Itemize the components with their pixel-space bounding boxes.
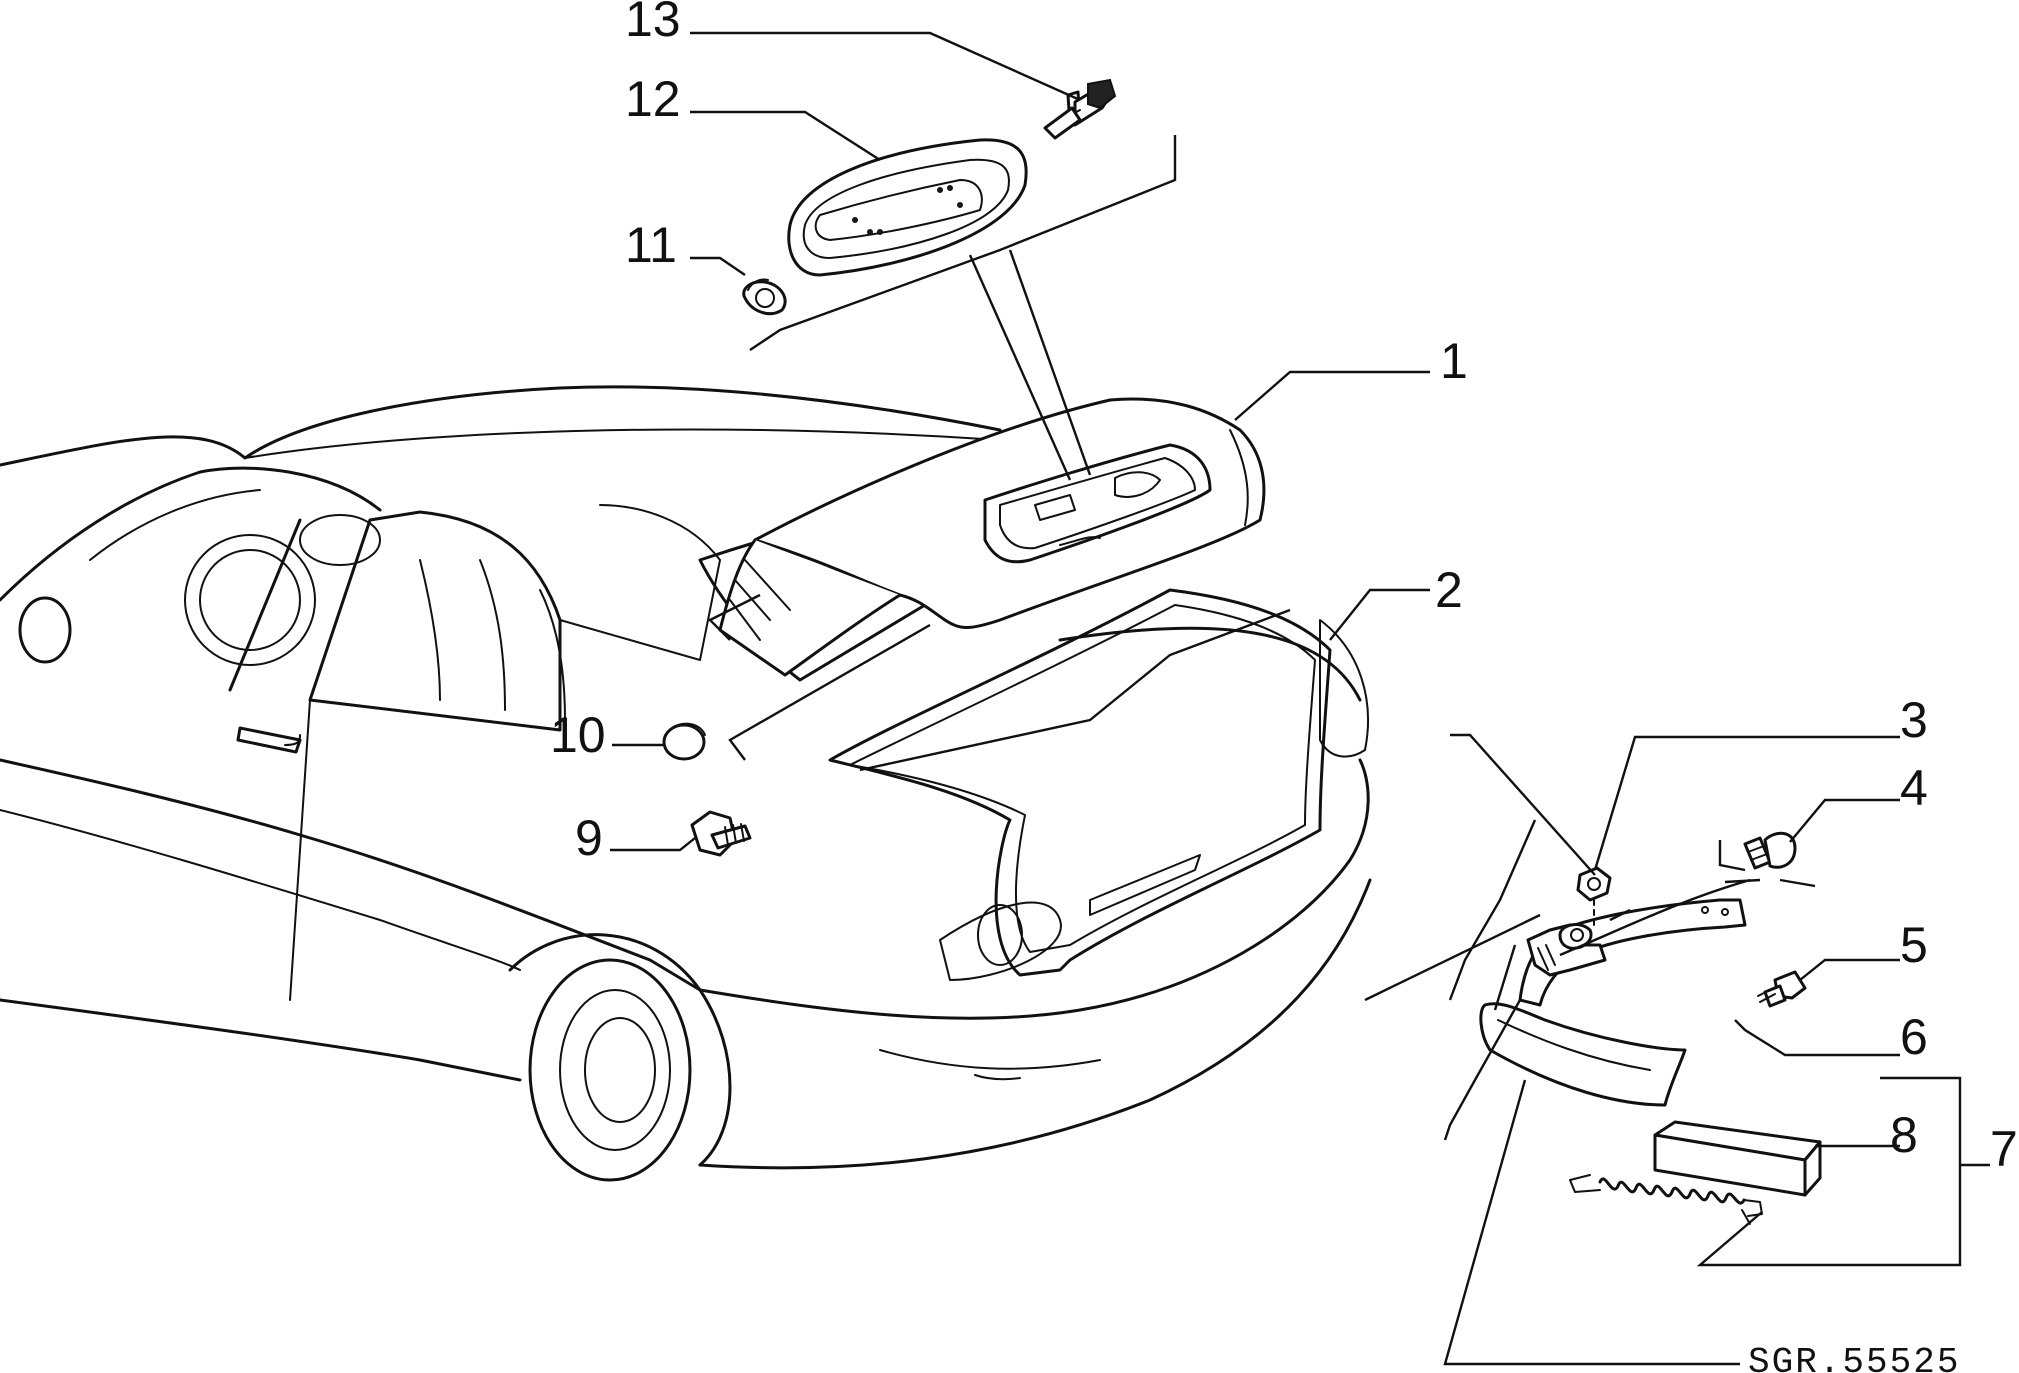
trunk-lid [718, 397, 1266, 677]
grommet-11 [742, 278, 787, 315]
plug-10 [662, 722, 706, 761]
callout-11: 11 [625, 217, 677, 273]
plate-light-housing [787, 138, 1028, 277]
callout-leaders [610, 31, 1990, 1366]
callout-12: 12 [625, 71, 681, 127]
callout-7: 7 [1990, 1121, 2018, 1177]
callout-5: 5 [1900, 917, 1928, 973]
hinge-assembly [1364, 819, 1822, 1225]
callout-2: 2 [1435, 562, 1463, 618]
car-body-illustration [0, 385, 1372, 1182]
callout-9: 9 [575, 810, 603, 866]
callout-1: 1 [1440, 333, 1468, 389]
screw-13 [1043, 78, 1117, 140]
callout-4: 4 [1900, 760, 1928, 816]
trunk-seal-gasket [828, 588, 1332, 977]
bumper-stop-9 [690, 810, 752, 857]
callout-13: 13 [625, 0, 681, 47]
drawing-reference: SGR.55525 [1748, 1342, 1960, 1373]
callout-3: 3 [1900, 692, 1928, 748]
callout-8: 8 [1890, 1107, 1918, 1163]
callout-6: 6 [1900, 1009, 1928, 1065]
explode-lines-lid [707, 135, 1291, 772]
callout-10: 10 [550, 707, 606, 763]
